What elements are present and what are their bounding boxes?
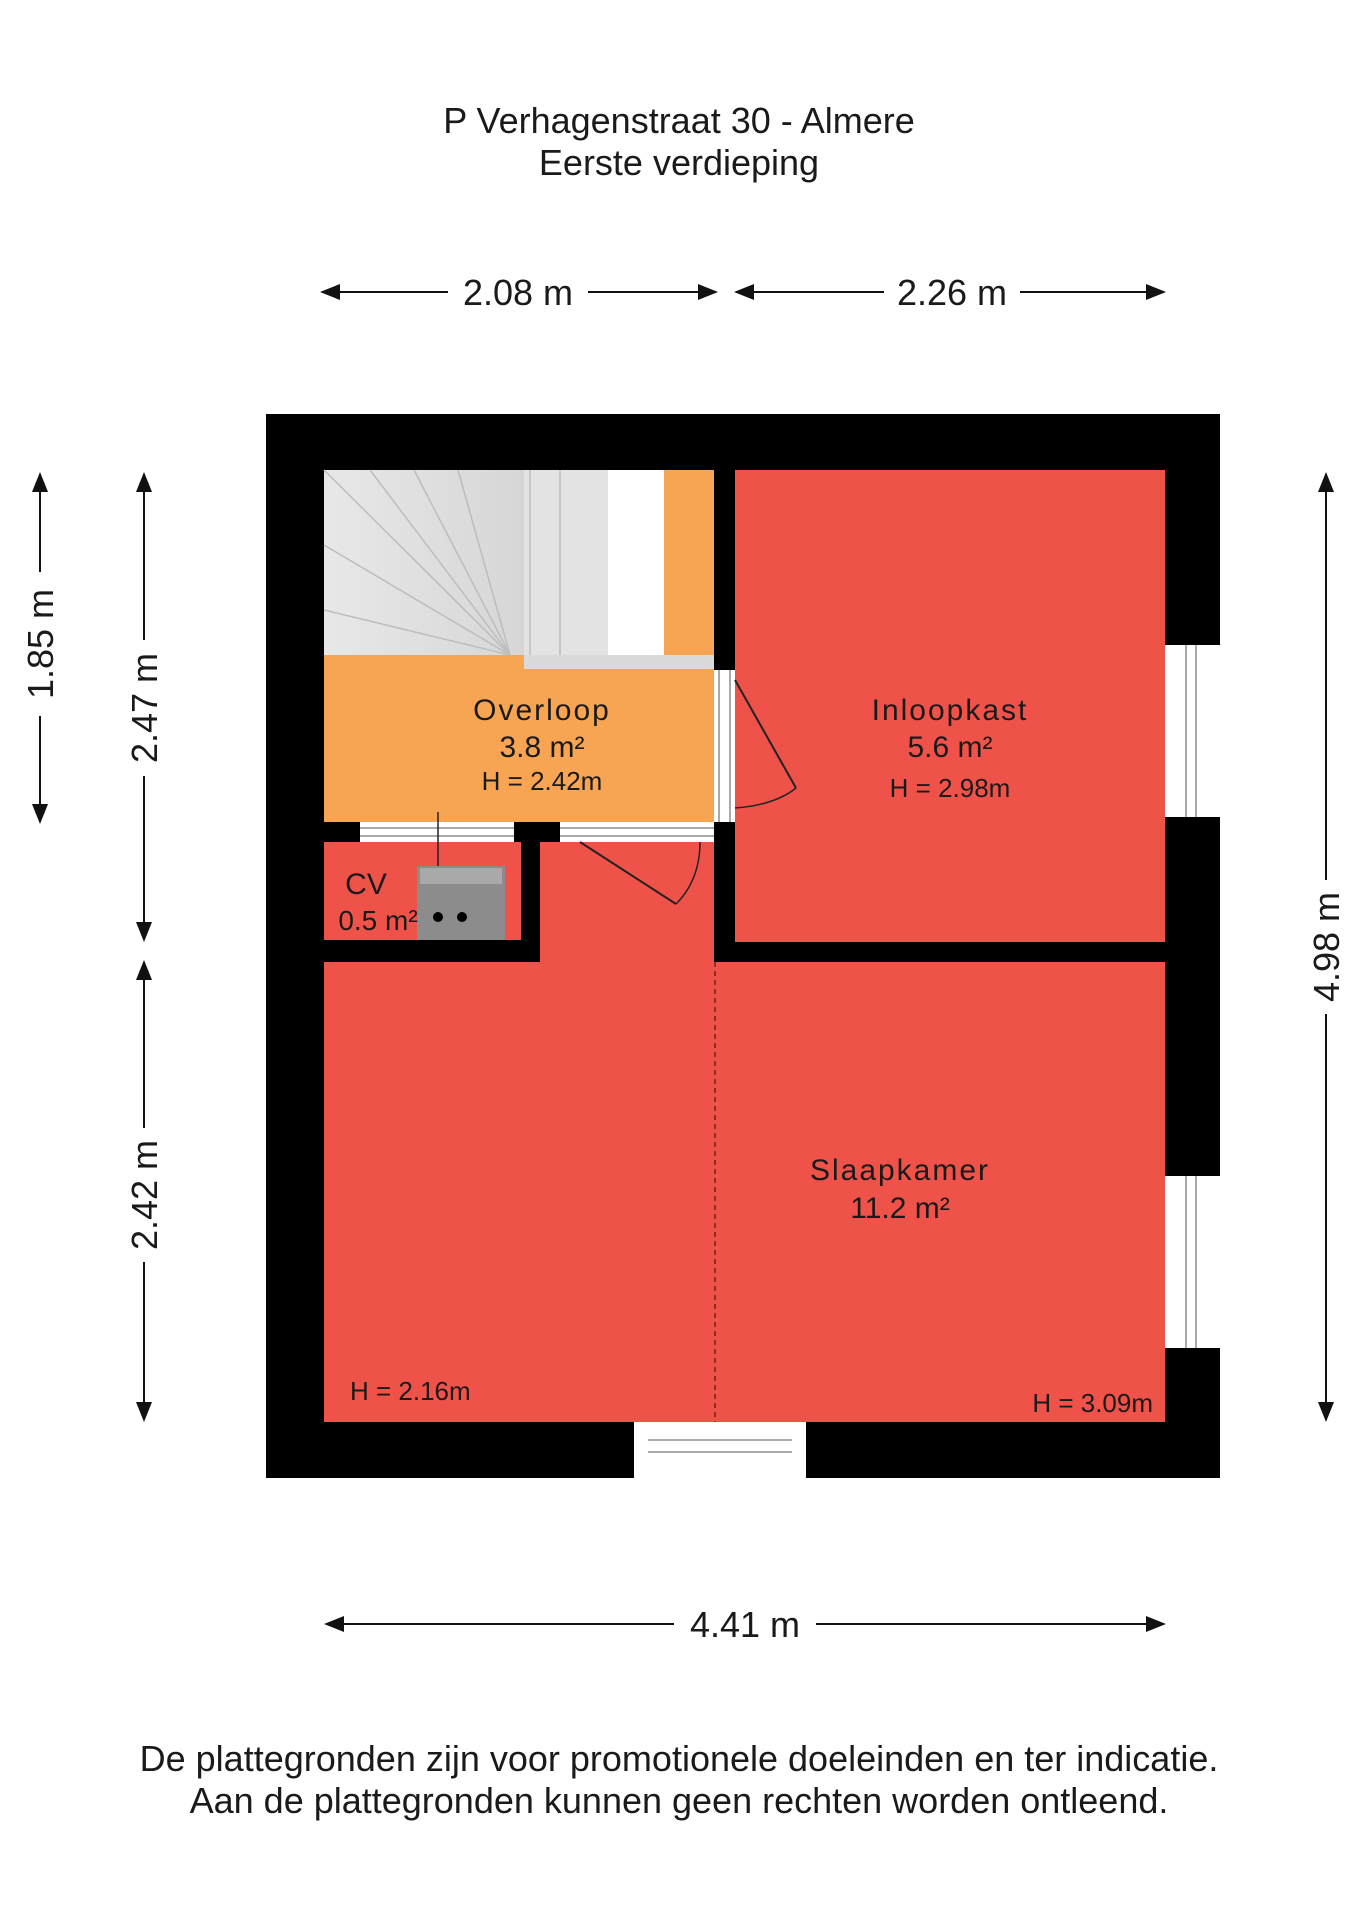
dimension-left-outer: 1.85 m — [20, 472, 61, 824]
svg-text:2.08 m: 2.08 m — [463, 272, 573, 313]
cv-area: 0.5 m² — [338, 905, 417, 936]
dimension-left-upper: 2.47 m — [124, 472, 165, 942]
window-right-upper — [1165, 645, 1220, 817]
overloop-name: Overloop — [473, 694, 611, 727]
slaapkamer-area: 11.2 m² — [850, 1192, 949, 1225]
disclaimer-line-1: De plattegronden zijn voor promotionele … — [139, 1738, 1219, 1779]
cv-name: CV — [345, 868, 387, 901]
svg-text:4.98 m: 4.98 m — [1306, 892, 1347, 1002]
dimension-top-right: 2.26 m — [734, 272, 1166, 313]
inloopkast-name: Inloopkast — [872, 694, 1029, 727]
svg-text:2.47 m: 2.47 m — [124, 653, 165, 763]
room-slaapkamer — [324, 842, 1165, 1422]
svg-text:1.85 m: 1.85 m — [20, 589, 61, 699]
slaapkamer-height-right: H = 3.09m — [1032, 1388, 1153, 1418]
svg-text:4.41 m: 4.41 m — [690, 1604, 800, 1645]
window-bottom — [634, 1422, 806, 1478]
door-inloopkast — [714, 670, 797, 822]
slaapkamer-height-left: H = 2.16m — [350, 1376, 471, 1406]
window-right-lower — [1165, 1176, 1220, 1348]
dimension-bottom: 4.41 m — [324, 1604, 1166, 1645]
overloop-area: 3.8 m² — [499, 731, 584, 764]
boiler-icon — [417, 812, 505, 940]
plan-floor: Eerste verdieping — [538, 142, 820, 183]
dimension-top-left: 2.08 m — [320, 272, 718, 313]
room-inloopkast — [735, 470, 1165, 942]
svg-text:2.26 m: 2.26 m — [897, 272, 1007, 313]
svg-text:2.42 m: 2.42 m — [124, 1140, 165, 1250]
slaapkamer-name: Slaapkamer — [810, 1154, 990, 1187]
dimension-left-lower: 2.42 m — [124, 960, 165, 1422]
disclaimer-line-2: Aan de plattegronden kunnen geen rechten… — [189, 1780, 1169, 1821]
door-slaapkamer — [360, 822, 714, 905]
plan-address: P Verhagenstraat 30 - Almere — [443, 100, 915, 141]
inloopkast-height: H = 2.98m — [890, 773, 1011, 803]
overloop-height: H = 2.42m — [482, 766, 603, 796]
stairs-icon — [323, 469, 714, 669]
dimension-right: 4.98 m — [1306, 472, 1347, 1422]
inloopkast-area: 5.6 m² — [907, 731, 992, 764]
